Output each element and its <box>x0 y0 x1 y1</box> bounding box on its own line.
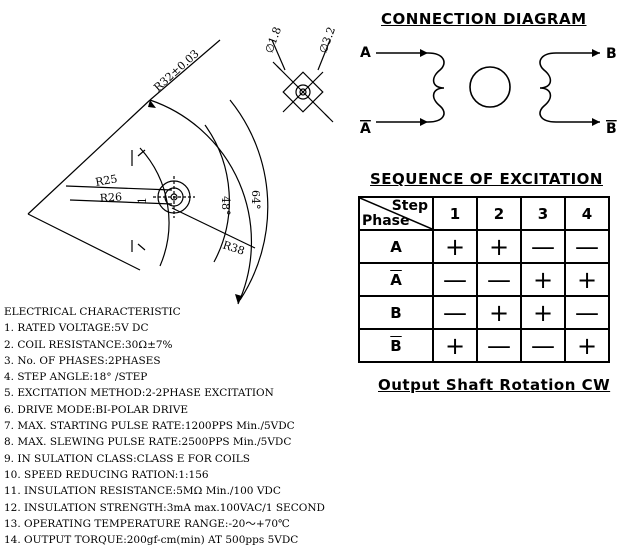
list-item: 13. OPERATING TEMPERATURE RANGE:-20～+70℃ <box>4 517 290 530</box>
step-header: 2 <box>476 196 522 231</box>
excitation-cell: + <box>564 262 610 297</box>
phase-cell: B <box>358 295 434 330</box>
sector-inner-arc <box>139 147 170 267</box>
step-header: 1 <box>432 196 478 231</box>
phase-label: Phase <box>362 213 410 229</box>
dim-d18: ∅1.8 <box>263 25 284 55</box>
excitation-cell: — <box>520 328 566 363</box>
list-item: 7. MAX. STARTING PULSE RATE:1200PPS Min.… <box>4 420 295 433</box>
dim-64: 64° <box>249 190 262 210</box>
dim-d32: ∅3.2 <box>317 25 338 55</box>
excitation-cell: — <box>432 262 478 297</box>
rotor-circle <box>469 66 511 108</box>
excitation-cell: — <box>564 229 610 264</box>
dim-r25: R25 <box>94 172 118 189</box>
shaft-detail <box>272 61 334 123</box>
list-item: 2. COIL RESISTANCE:30Ω±7% <box>4 338 173 351</box>
excitation-cell: + <box>476 295 522 330</box>
excitation-cell: — <box>476 262 522 297</box>
output-shaft-rotation-note: Output Shaft Rotation CW <box>378 376 611 394</box>
list-item: 6. DRIVE MODE:BI-POLAR DRIVE <box>4 403 188 416</box>
list-item: 5. EXCITATION METHOD:2-2PHASE EXCITATION <box>4 387 274 400</box>
terminal-b: B <box>606 46 617 62</box>
dim-arc-64 <box>229 99 269 301</box>
spec-heading: ELECTRICAL CHARACTERISTIC <box>4 306 181 318</box>
connection-diagram-title: CONNECTION DIAGRAM <box>381 10 587 28</box>
list-item: 9. IN SULATION CLASS:CLASS E FOR COILS <box>4 452 250 465</box>
dim-mark-1: 1 <box>136 197 149 204</box>
terminal-a: A <box>360 45 371 61</box>
terminal-a-bar: A <box>360 121 371 137</box>
phase-cell: B <box>358 328 434 363</box>
list-item: 10. SPEED REDUCING RATION:1:156 <box>4 468 209 481</box>
step-header: 4 <box>564 196 610 231</box>
list-item: 11. INSULATION RESISTANCE:5MΩ Min./100 V… <box>4 485 281 498</box>
excitation-cell: + <box>432 328 478 363</box>
table-header-row: Step Phase 1 2 3 4 <box>358 196 610 231</box>
list-item: 3. No. OF PHASES:2PHASES <box>4 354 161 367</box>
dim-arc-48 <box>204 124 230 263</box>
excitation-cell: + <box>520 262 566 297</box>
phase-cell: A <box>358 229 434 264</box>
electrical-characteristics-list: ELECTRICAL CHARACTERISTIC 1. RATED VOLTA… <box>4 304 325 548</box>
table-row: A — — + + <box>358 262 610 297</box>
list-item: 12. INSULATION STRENGTH:3mA max.100VAC/1… <box>4 501 325 514</box>
terminal-b-bar: B <box>606 121 617 137</box>
excitation-cell: + <box>564 328 610 363</box>
list-item: 14. OUTPUT TORQUE:200gf-cm(min) AT 500pp… <box>4 534 299 547</box>
step-header: 3 <box>520 196 566 231</box>
list-item: 8. MAX. SLEWING PULSE RATE:2500PPS Min./… <box>4 436 292 449</box>
table-row: B — + + — <box>358 295 610 330</box>
table-row: B + — — + <box>358 328 610 363</box>
excitation-cell: + <box>432 229 478 264</box>
dim-r32: R32±0.03 <box>151 47 201 94</box>
excitation-cell: — <box>432 295 478 330</box>
coil-a <box>427 52 445 123</box>
sector-edge-lower <box>27 213 141 271</box>
sector-edge-upper <box>27 99 151 215</box>
excitation-sequence-table: Step Phase 1 2 3 4 A + + — — A — — + + B… <box>358 196 610 363</box>
list-item: 4. STEP ANGLE:18° /STEP <box>4 371 148 384</box>
coil-b <box>539 52 557 123</box>
step-phase-corner: Step Phase <box>358 196 434 231</box>
excitation-cell: + <box>476 229 522 264</box>
phase-cell: A <box>358 262 434 297</box>
list-item: 1. RATED VOLTAGE:5V DC <box>4 322 149 335</box>
excitation-cell: — <box>564 295 610 330</box>
excitation-cell: — <box>520 229 566 264</box>
step-label: Step <box>391 198 428 214</box>
sequence-title: SEQUENCE OF EXCITATION <box>370 170 603 188</box>
corner-diagonal <box>360 198 432 229</box>
dim-r26: R26 <box>99 190 122 205</box>
excitation-cell: + <box>520 295 566 330</box>
sector-outer-arc <box>149 99 252 305</box>
excitation-cell: — <box>476 328 522 363</box>
table-row: A + + — — <box>358 229 610 264</box>
dim-48: 48° <box>219 196 232 216</box>
